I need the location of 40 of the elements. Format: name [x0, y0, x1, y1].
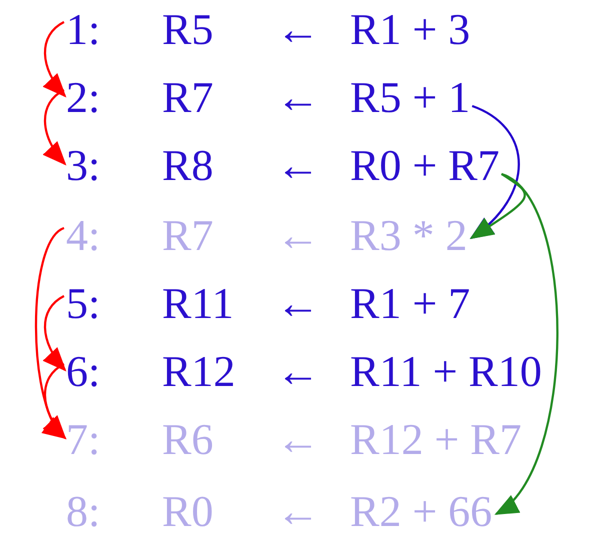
register-name: R12 — [162, 347, 236, 396]
register-name: R0 — [162, 487, 214, 536]
expression: R3 * 2 — [350, 211, 468, 260]
line-number: 3: — [66, 141, 100, 190]
register-name: R7 — [162, 211, 214, 260]
assignment-arrow: ← — [276, 211, 320, 260]
assignment-arrow: ← — [276, 279, 320, 328]
arrow — [494, 173, 558, 516]
arrow — [43, 21, 66, 98]
arrow — [43, 89, 66, 166]
expression: R12 + R7 — [350, 415, 522, 464]
line-number: 2: — [66, 73, 100, 122]
line-number: 4: — [66, 211, 100, 260]
assignment-arrow: ← — [276, 73, 320, 122]
register-name: R6 — [162, 415, 214, 464]
arrow — [34, 227, 66, 440]
arrow — [470, 173, 526, 240]
expression: R0 + R7 — [350, 141, 500, 190]
line-number: 5: — [66, 279, 100, 328]
expression: R1 + 3 — [350, 5, 470, 54]
assignment-arrow: ← — [276, 347, 320, 396]
register-name: R7 — [162, 73, 214, 122]
arrow — [43, 295, 66, 372]
expression: R11 + R10 — [350, 347, 542, 396]
arrow — [43, 363, 66, 440]
line-number: 1: — [66, 5, 100, 54]
assignment-arrow: ← — [276, 487, 320, 536]
register-name: R11 — [162, 279, 234, 328]
line-number: 6: — [66, 347, 100, 396]
arrow — [470, 105, 520, 240]
assignment-arrow: ← — [276, 415, 320, 464]
line-number: 7: — [66, 415, 100, 464]
line-number: 8: — [66, 487, 100, 536]
expression: R5 + 1 — [350, 73, 470, 122]
assignment-arrow: ← — [276, 141, 320, 190]
expression: R1 + 7 — [350, 279, 470, 328]
register-name: R5 — [162, 5, 214, 54]
expression: R2 + 66 — [350, 487, 492, 536]
assignment-arrow: ← — [276, 5, 320, 54]
register-name: R8 — [162, 141, 214, 190]
